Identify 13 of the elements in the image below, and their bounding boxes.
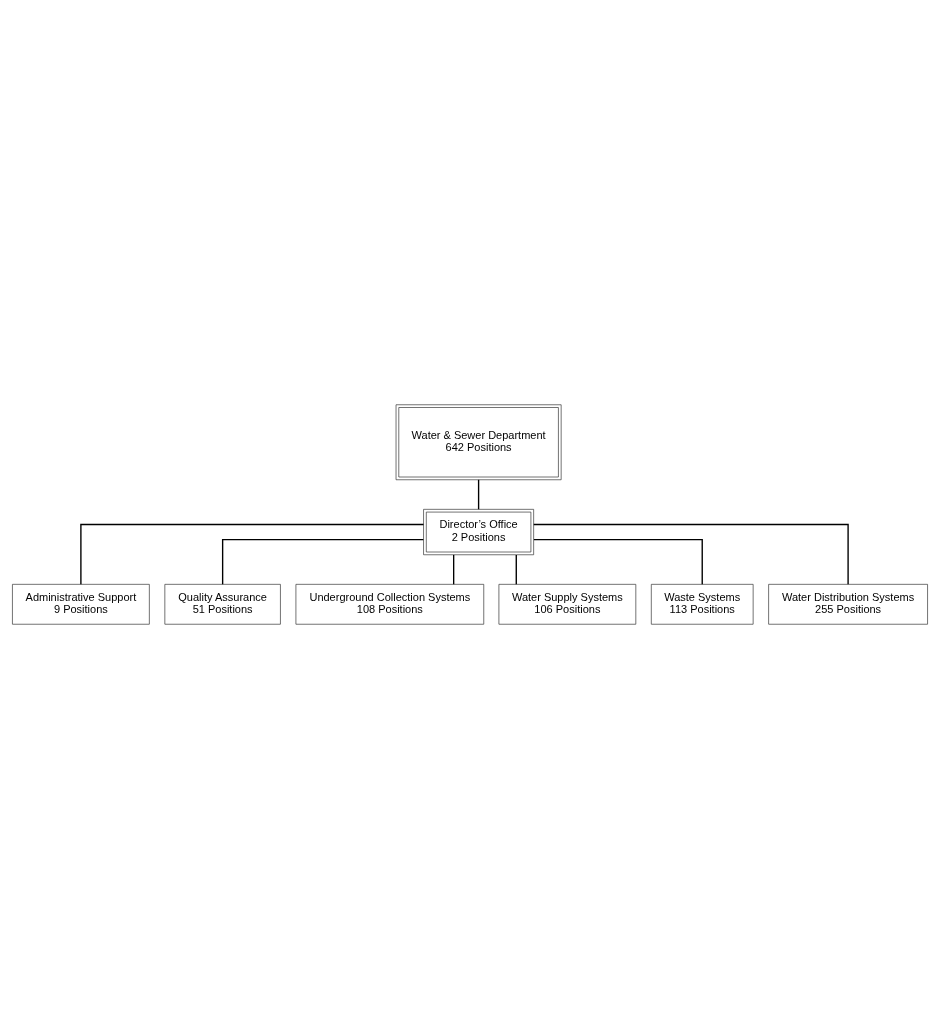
node-box: Water Distribution Systems 255 Positions (768, 584, 928, 625)
connector (452, 554, 455, 585)
node-box: Waste Systems 113 Positions (650, 584, 754, 625)
connector (221, 538, 425, 585)
connector (477, 479, 480, 510)
node-box: Underground Collection Systems 108 Positions (295, 584, 485, 625)
connector (533, 523, 849, 585)
connector (515, 554, 517, 585)
connector (533, 538, 703, 585)
connector (80, 523, 425, 585)
node-box: Administrative Support 9 Positions (12, 584, 150, 625)
node-box: Water Supply Systems 106 Positions (498, 584, 637, 625)
node-box: Quality Assurance 51 Positions (164, 584, 281, 625)
